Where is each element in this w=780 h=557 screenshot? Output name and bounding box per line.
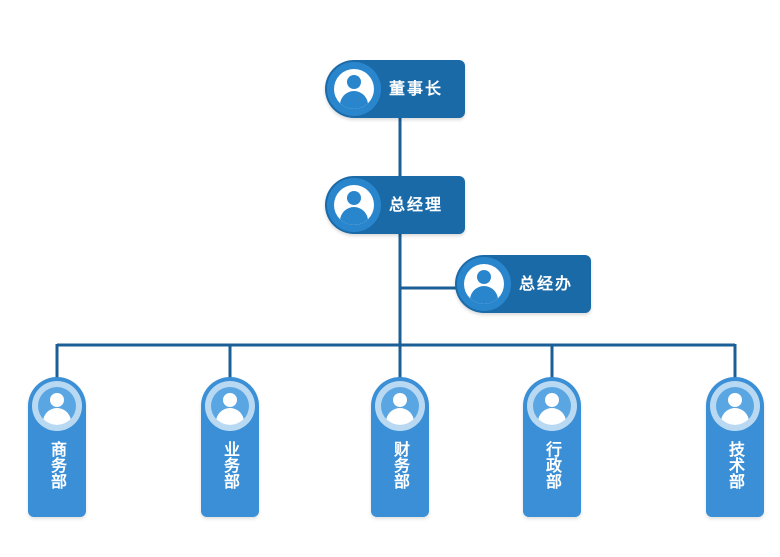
gm-office-avatar	[457, 257, 511, 311]
department-label-3: 财务部	[391, 441, 410, 489]
general-manager-label: 总经理	[389, 195, 444, 214]
department-avatar	[527, 381, 577, 431]
chairman-avatar	[327, 62, 381, 116]
gm-office-label: 总经办	[519, 274, 574, 293]
department-avatar	[375, 381, 425, 431]
department-node-2[interactable]: 业务部	[201, 377, 259, 517]
department-avatar	[205, 381, 255, 431]
department-node-4[interactable]: 行政部	[523, 377, 581, 517]
department-label-1: 商务部	[48, 441, 67, 489]
chairman-label: 董事长	[389, 79, 444, 98]
general-manager-node[interactable]: 总经理	[325, 176, 465, 234]
department-label-2: 业务部	[221, 441, 240, 489]
department-label-4: 行政部	[543, 441, 562, 489]
general-manager-avatar	[327, 178, 381, 232]
chairman-node[interactable]: 董事长	[325, 60, 465, 118]
gm-office-node[interactable]: 总经办	[455, 255, 591, 313]
department-node-5[interactable]: 技术部	[706, 377, 764, 517]
department-avatar	[32, 381, 82, 431]
department-node-3[interactable]: 财务部	[371, 377, 429, 517]
department-label-5: 技术部	[726, 441, 745, 489]
department-node-1[interactable]: 商务部	[28, 377, 86, 517]
department-avatar	[710, 381, 760, 431]
